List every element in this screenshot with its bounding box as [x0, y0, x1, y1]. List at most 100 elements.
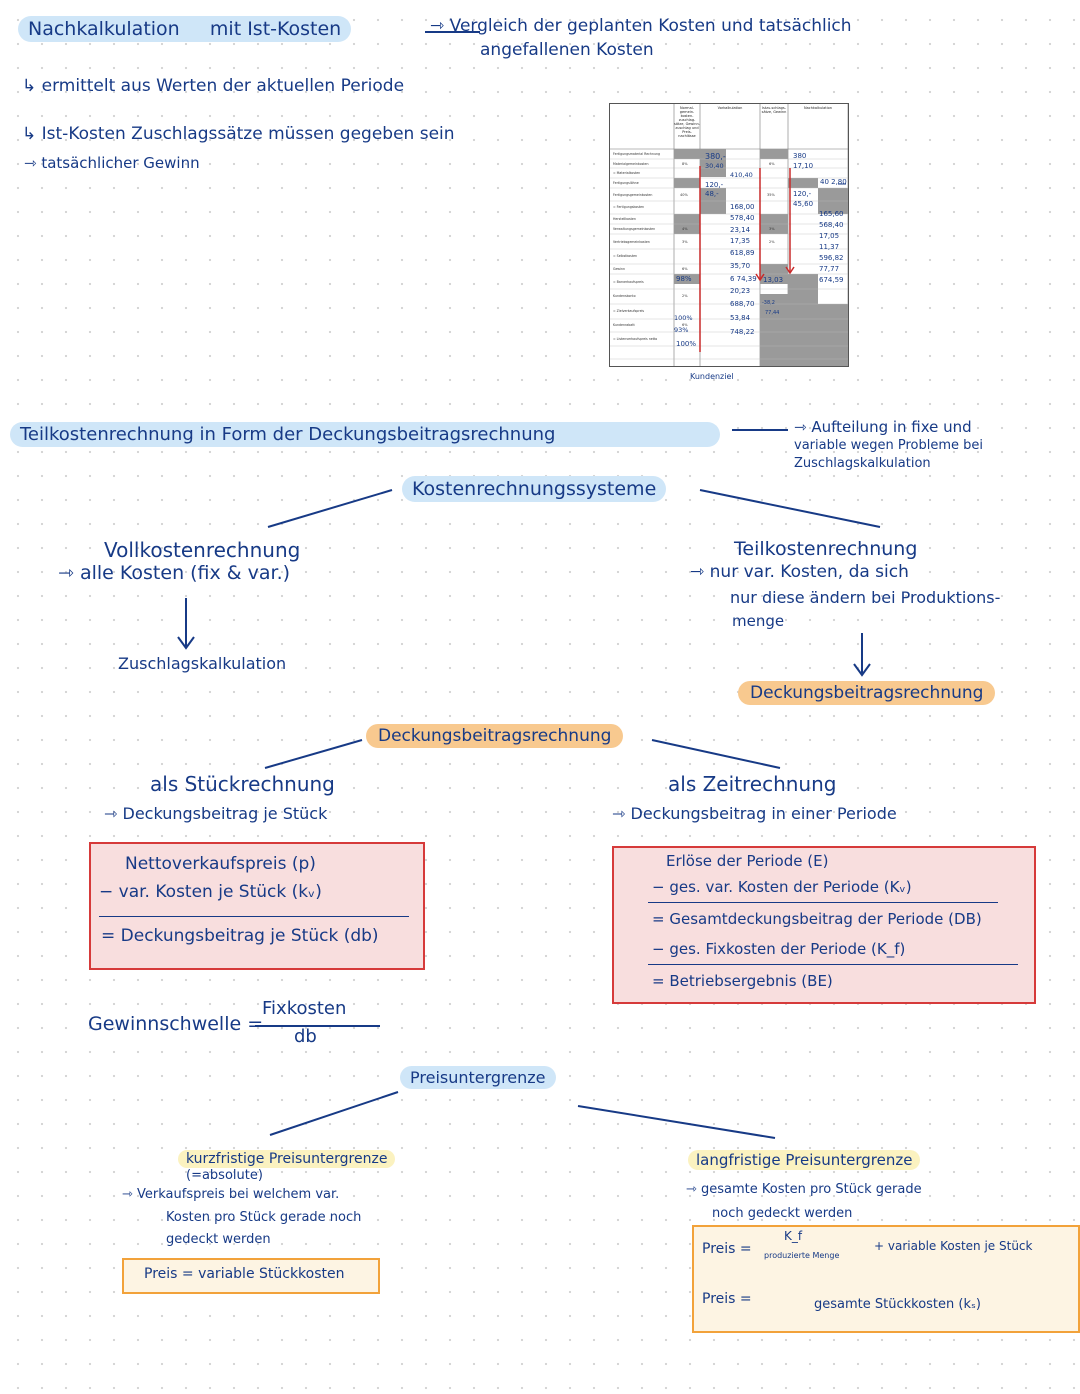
zeit-box-rule	[648, 902, 998, 903]
side-note: 98%	[676, 275, 692, 283]
lang-box-left: Preis =	[702, 1241, 752, 1257]
vorkalk-value: 168,00	[730, 203, 755, 211]
teilkosten-arrow-1: ⇾ Aufteilung in fixe und	[794, 418, 972, 436]
vorkalk-value: 748,22	[730, 328, 755, 336]
teilkosten-title: Teilkostenrechnung in Form der Deckungsb…	[10, 422, 720, 447]
systeme-title: Kostenrechnungssysteme	[402, 476, 667, 502]
stueck-title: als Stückrechnung	[150, 772, 335, 796]
zeit-box-line: Erlöse der Periode (E)	[666, 852, 829, 870]
pct-col3: 35%	[767, 193, 775, 197]
pct-col1: 3%	[682, 240, 688, 244]
stueck-box-rule	[99, 916, 409, 917]
stueck-box-line: Nettoverkaufspreis (p)	[125, 854, 316, 874]
gewinn-label: Gewinnschwelle =	[88, 1013, 264, 1035]
nachkalk-title-suffix: mit Ist-Kosten	[209, 18, 342, 40]
lang-desc-2: noch gedeckt werden	[712, 1206, 853, 1221]
pct-col3: 2%	[769, 240, 775, 244]
nachkalk-value: 17,05	[819, 232, 840, 240]
voll-title: Vollkostenrechnung	[104, 538, 301, 562]
teilkosten-arrow-3: Zuschlagskalkulation	[794, 456, 931, 471]
vorkalk-value: 35,70	[730, 262, 751, 270]
pct-col1: 40%	[680, 193, 688, 197]
table-row-label: = Listenverkaufspreis netto	[613, 337, 658, 341]
nachkalk-title-highlight: Nachkalkulation mit Ist-Kosten	[18, 16, 352, 42]
vorkalk-value: 120,-	[705, 181, 724, 189]
diff-note: -38,2	[762, 300, 775, 306]
kurz-box-text: Preis = variable Stückkosten	[144, 1266, 345, 1282]
calculation-table: Normal-gemein-kosten-zuschlag-sätze, Gew…	[609, 103, 849, 367]
mid-note: 13,03	[763, 276, 784, 284]
pct-col1: 6%	[682, 323, 688, 327]
table-row-label: Materialgemeinkosten	[613, 162, 649, 166]
table-row-label: = Fertigungskosten	[613, 205, 645, 209]
zeit-box-line: = Betriebsergebnis (BE)	[652, 972, 833, 990]
stueck-box-line: = Deckungsbeitrag je Stück (db)	[101, 926, 379, 946]
pct-col1: 4%	[682, 227, 688, 231]
vorkalk-value: 30,40	[705, 162, 724, 170]
kurz-desc-3: gedeckt werden	[166, 1232, 271, 1247]
pct-col1: 8%	[682, 162, 688, 166]
table-row-label: Fertigungslöhne	[613, 181, 639, 185]
table-row-label: Fertigungsgemeinkosten	[613, 193, 653, 197]
lang-box-2-right: gesamte Stückkosten (kₛ)	[814, 1297, 981, 1312]
nachkalk-value: 17,10	[793, 162, 814, 170]
nachkalk-line-1: ↳ ermittelt aus Werten der aktuellen Per…	[22, 76, 405, 96]
vorkalk-value: 6 74,39	[730, 275, 757, 283]
lang-title: langfristige Preisuntergrenze	[688, 1150, 921, 1170]
table-row-label: Kundenskonto	[613, 294, 636, 298]
vorkalk-value: 53,84	[730, 314, 751, 322]
zeit-box: Erlöse der Periode (E) − ges. var. Koste…	[612, 846, 1036, 1004]
table-header-3: Istzu-schlags-sätze, Gewinn	[761, 106, 787, 114]
table-row-label: = Zielverkaufspreis	[613, 309, 645, 313]
voll-desc: ⇾ alle Kosten (fix & var.)	[58, 562, 291, 584]
teilkosten-arrow-2: variable wegen Probleme bei	[794, 438, 983, 453]
lang-desc-1: ⇾ gesamte Kosten pro Stück gerade	[686, 1182, 922, 1197]
table-row-label: Gewinn	[613, 267, 625, 271]
lang-box-right: + variable Kosten je Stück	[874, 1239, 1033, 1253]
nachkalk-value: 165,60	[819, 210, 844, 218]
kundenziel-note: Kundenziel	[690, 372, 734, 381]
table-grid	[610, 104, 848, 366]
table-row-label: Herstellkosten	[613, 217, 636, 221]
zeit-title: als Zeitrechnung	[668, 772, 837, 796]
nachkalk-value: 120,-	[793, 190, 812, 198]
kurz-box: Preis = variable Stückkosten	[122, 1258, 380, 1294]
table-header-4: Nachkalkulation	[804, 106, 832, 110]
vorkalk-value: 17,35	[730, 237, 751, 245]
diff-note: 77,44	[765, 310, 780, 316]
stueck-box-line: − var. Kosten je Stück (kᵥ)	[99, 882, 322, 902]
stueck-desc: ⇾ Deckungsbeitrag je Stück	[104, 804, 328, 823]
pct-col3: 6%	[769, 162, 775, 166]
nachkalk-line-3: ⇾ tatsächlicher Gewinn	[24, 154, 200, 172]
vorkalk-value: 618,89	[730, 249, 755, 257]
lang-box-2-left: Preis =	[702, 1291, 752, 1307]
table-header-1: Normal-gemein-kosten-zuschlag-sätze, Gew…	[674, 106, 700, 138]
teil-result: Deckungsbeitragsrechnung	[738, 681, 996, 705]
zeit-desc: ⇾ Deckungsbeitrag in einer Periode	[612, 804, 897, 823]
zeit-box-line: − ges. Fixkosten der Periode (K_f)	[652, 940, 906, 958]
db-title: Deckungsbeitragsrechnung	[366, 724, 624, 748]
vorkalk-value: 48,-	[705, 190, 719, 198]
table-row-label: Kundenrabatt	[613, 323, 635, 327]
nachkalk-title: Nachkalkulation	[28, 18, 180, 40]
side-note: 100%	[676, 340, 697, 348]
table-header-2: Vorkalkulation	[717, 106, 743, 110]
voll-result: Zuschlagskalkulation	[118, 654, 287, 673]
vorkalk-value: 688,70	[730, 300, 755, 308]
teil-desc-1: ⇾ nur var. Kosten, da sich	[690, 562, 909, 582]
nachkalk-value: 45,60	[793, 200, 814, 208]
kurz-desc-1: ⇾ Verkaufspreis bei welchem var.	[122, 1187, 340, 1202]
table-row-label: = Selbstkosten	[613, 254, 638, 258]
nachkalk-value: 77,77	[819, 265, 840, 273]
table-row-label: = Barverkaufspreis	[613, 280, 644, 284]
nachkalk-value: 568,40	[819, 221, 844, 229]
lang-box-den: produzierte Menge	[764, 1251, 840, 1260]
teil-desc-2: nur diese ändern bei Produktions-	[730, 588, 1001, 607]
zeit-box-line: = Gesamtdeckungsbeitrag der Periode (DB)	[652, 910, 982, 928]
nachkalk-value: 596,82	[819, 254, 844, 262]
vorkalk-value: 20,23	[730, 287, 751, 295]
zeit-box-line: − ges. var. Kosten der Periode (Kᵥ)	[652, 878, 912, 896]
gewinn-numerator: Fixkosten	[262, 998, 347, 1019]
nachkalk-line-2: ↳ Ist-Kosten Zuschlagssätze müssen gegeb…	[22, 124, 455, 144]
